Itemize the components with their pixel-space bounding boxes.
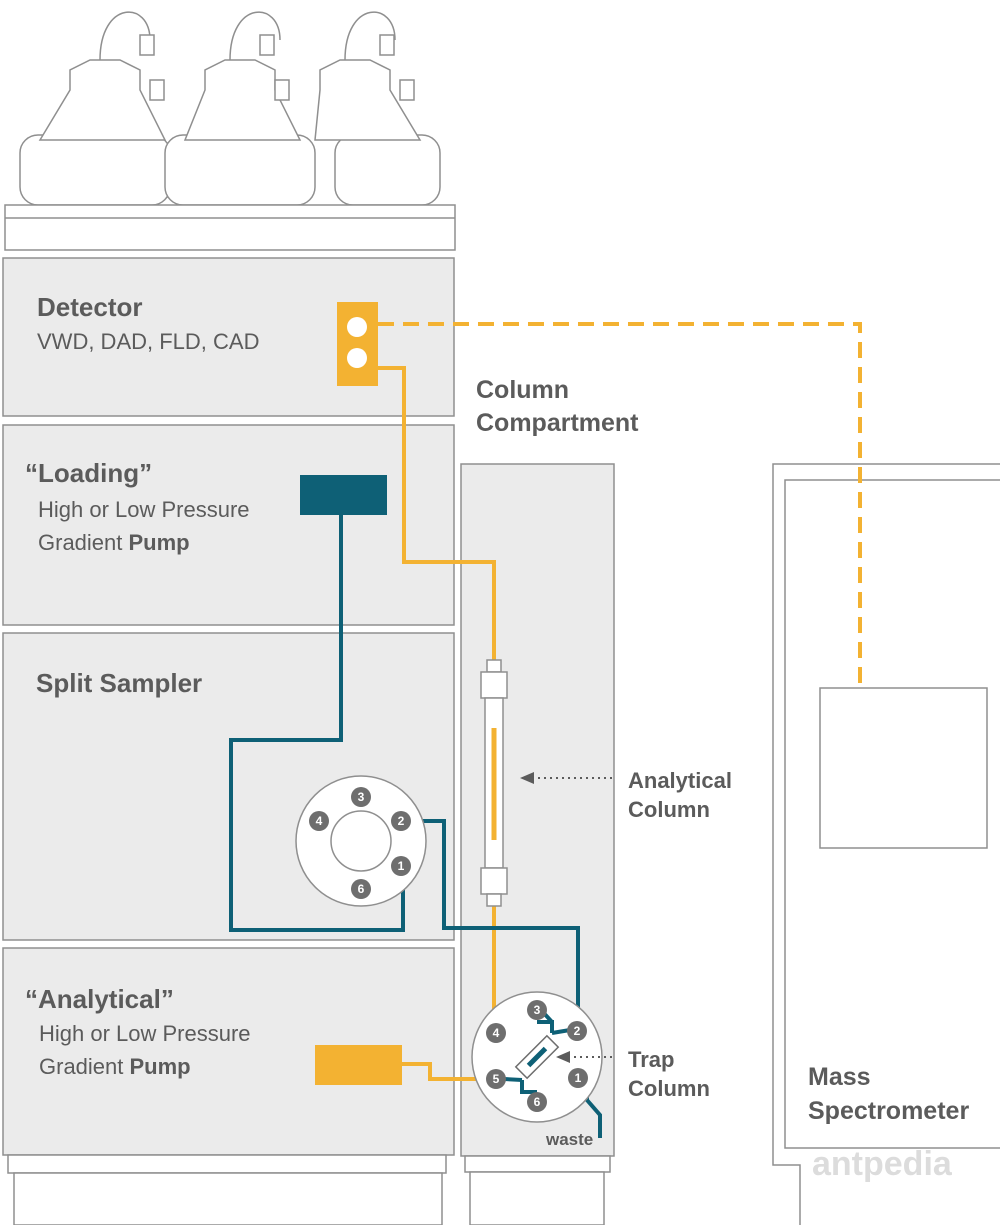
trap-column	[514, 1034, 560, 1080]
flow-cell-port-top	[347, 317, 367, 337]
sampler-valve-ports: 3 4 2 1 6	[309, 787, 411, 899]
loading-pump-block	[300, 475, 387, 515]
trap-port-5	[486, 1069, 506, 1089]
sampler-valve	[295, 775, 427, 907]
svg-text:5: 5	[493, 1072, 500, 1086]
analytical-column	[480, 659, 508, 907]
stack-foot	[13, 1172, 443, 1225]
detector-module	[2, 257, 455, 417]
svg-text:1: 1	[398, 859, 405, 873]
trap-port-1	[568, 1068, 588, 1088]
analytical-column-pointer	[520, 772, 615, 784]
mass-spectrometer-label-line1: Mass	[808, 1063, 871, 1091]
column-compartment-label-line2: Compartment	[476, 409, 639, 437]
svg-text:4: 4	[493, 1026, 500, 1040]
analytical-flow-path	[370, 366, 496, 1081]
trap-port-6	[527, 1092, 547, 1112]
analytical-pump-line2: Gradient Pump	[39, 1054, 191, 1079]
mass-spectrometer-label-line2: Spectrometer	[808, 1097, 969, 1125]
svg-text:3: 3	[534, 1003, 541, 1017]
trap-column-label-line1: Trap	[628, 1047, 674, 1072]
solvent-bottles	[19, 11, 441, 206]
flow-cell-port-bottom	[347, 348, 367, 368]
analytical-column-label-line1: Analytical	[628, 768, 732, 793]
ms-inlet-box	[819, 687, 988, 849]
watermark: antpedia	[812, 1145, 953, 1183]
solvent-tray	[4, 204, 456, 251]
analytical-pump-line1: High or Low Pressure	[39, 1021, 251, 1046]
loading-pump-line2: Gradient Pump	[38, 530, 190, 555]
analytical-column-label-line2: Column	[628, 797, 710, 822]
trap-port-2	[567, 1021, 587, 1041]
svg-text:2: 2	[574, 1024, 581, 1038]
loading-pump-module	[2, 424, 455, 626]
detector-title: Detector	[37, 292, 142, 322]
svg-text:6: 6	[534, 1095, 541, 1109]
split-sampler-title: Split Sampler	[36, 668, 202, 698]
column-compartment-base	[464, 1155, 611, 1173]
analytical-pump-title: “Analytical”	[25, 984, 174, 1014]
sampler-port-6	[351, 879, 371, 899]
stack-base	[7, 1154, 447, 1174]
svg-text:4: 4	[316, 814, 323, 828]
trap-port-3	[527, 1000, 547, 1020]
sampler-port-4	[309, 811, 329, 831]
mass-spectrometer-outline	[772, 463, 1000, 1225]
analytical-pump-block	[315, 1045, 402, 1085]
svg-text:6: 6	[358, 882, 365, 896]
sampler-port-2	[391, 811, 411, 831]
loading-pump-line1: High or Low Pressure	[38, 497, 250, 522]
trap-port-4	[486, 1023, 506, 1043]
detector-flow-cell	[337, 302, 378, 386]
svg-text:1: 1	[575, 1071, 582, 1085]
trap-valve-ports: 3 4 2 5 1 6	[486, 1000, 588, 1112]
trap-column-pointer	[556, 1051, 615, 1063]
trap-column-label-line2: Column	[628, 1076, 710, 1101]
svg-text:2: 2	[398, 814, 405, 828]
loading-pump-title: “Loading”	[25, 458, 152, 488]
sampler-port-1	[391, 856, 411, 876]
detector-signal-line	[378, 322, 862, 688]
column-compartment-label-line1: Column	[476, 376, 569, 404]
waste-label: waste	[545, 1130, 593, 1149]
column-compartment-foot	[469, 1171, 605, 1225]
detector-subtitle: VWD, DAD, FLD, CAD	[37, 329, 259, 354]
sampler-port-3	[351, 787, 371, 807]
svg-text:3: 3	[358, 790, 365, 804]
